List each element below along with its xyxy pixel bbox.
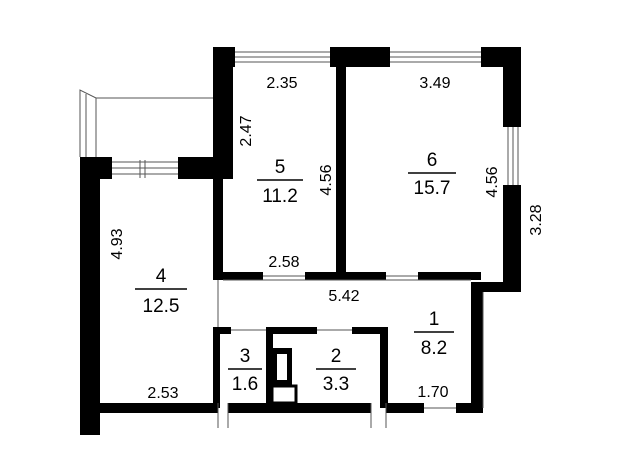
room-labels: 5 11.2 6 15.7 4 12.5 1 8.2 3 1.6 2 3.3 xyxy=(135,150,456,395)
wall-bath-top-a xyxy=(213,327,231,334)
room-5: 5 11.2 xyxy=(257,157,303,207)
room-1: 1 8.2 xyxy=(414,309,454,359)
walls xyxy=(80,47,521,435)
dim-4-93: 4.93 xyxy=(109,228,126,259)
room-1-area: 8.2 xyxy=(421,338,447,359)
wall-right-lower xyxy=(471,282,521,292)
room-2-area: 3.3 xyxy=(323,374,349,395)
dim-1-70: 1.70 xyxy=(417,384,448,401)
wall-bottom-left xyxy=(80,403,218,413)
room-6: 6 15.7 xyxy=(408,150,456,199)
room-3-number: 3 xyxy=(240,346,251,367)
room-5-number: 5 xyxy=(275,157,286,178)
dim-2-47: 2.47 xyxy=(238,115,255,146)
wall-right-mid xyxy=(503,185,521,288)
dim-3-28: 3.28 xyxy=(528,204,545,235)
shaft-inner xyxy=(277,354,287,380)
wall-room6-bottom-a xyxy=(336,272,386,280)
wall-room5-right xyxy=(336,62,346,280)
wall-bath-top-b xyxy=(266,327,317,334)
room-3-area: 1.6 xyxy=(232,374,258,395)
room-5-area: 11.2 xyxy=(262,186,298,207)
dim-2-35: 2.35 xyxy=(266,75,297,92)
dim-3-49: 3.49 xyxy=(419,75,450,92)
wall-room5-left xyxy=(213,120,223,280)
room-4-area: 12.5 xyxy=(143,296,180,317)
wall-right-upper xyxy=(503,47,521,127)
wall-left-bottom-block xyxy=(80,413,100,435)
room-4-number: 4 xyxy=(156,266,167,287)
wall-wc-divider xyxy=(266,327,273,408)
bathroom-fixtures xyxy=(270,348,298,405)
room-6-number: 6 xyxy=(427,150,438,171)
wall-notch xyxy=(178,157,233,179)
dim-2-53: 2.53 xyxy=(147,385,178,402)
wall-room6-bottom-b xyxy=(418,272,481,280)
dim-4-56-room5: 4.56 xyxy=(318,164,335,195)
room-3: 3 1.6 xyxy=(228,346,262,395)
wall-room5-bottom-b xyxy=(305,272,346,280)
dim-5-42: 5.42 xyxy=(328,288,359,305)
balcony-outline xyxy=(79,89,213,157)
wall-room5-bottom-a xyxy=(213,272,263,280)
room-2: 2 3.3 xyxy=(316,346,356,395)
thin-lines xyxy=(79,51,519,428)
dim-2-58: 2.58 xyxy=(268,254,299,271)
wall-bottom-mid xyxy=(228,403,371,413)
wall-bottom-stair xyxy=(456,403,483,413)
room-2-number: 2 xyxy=(331,346,342,367)
dimension-labels: 2.35 3.49 2.47 4.56 4.56 3.28 4.93 2.58 … xyxy=(109,75,545,402)
dim-4-56-room6: 4.56 xyxy=(484,166,501,197)
wall-bath-top-c xyxy=(352,327,385,334)
room-6-area: 15.7 xyxy=(414,178,451,199)
room-4: 4 12.5 xyxy=(135,266,187,317)
room-1-number: 1 xyxy=(429,309,440,330)
wall-bath-right xyxy=(380,327,388,408)
wall-bottom-right xyxy=(386,403,424,413)
wall-right-stair xyxy=(471,282,483,408)
wall-left xyxy=(80,157,100,435)
stack-icon xyxy=(270,384,298,405)
wall-bath-left xyxy=(213,327,220,408)
